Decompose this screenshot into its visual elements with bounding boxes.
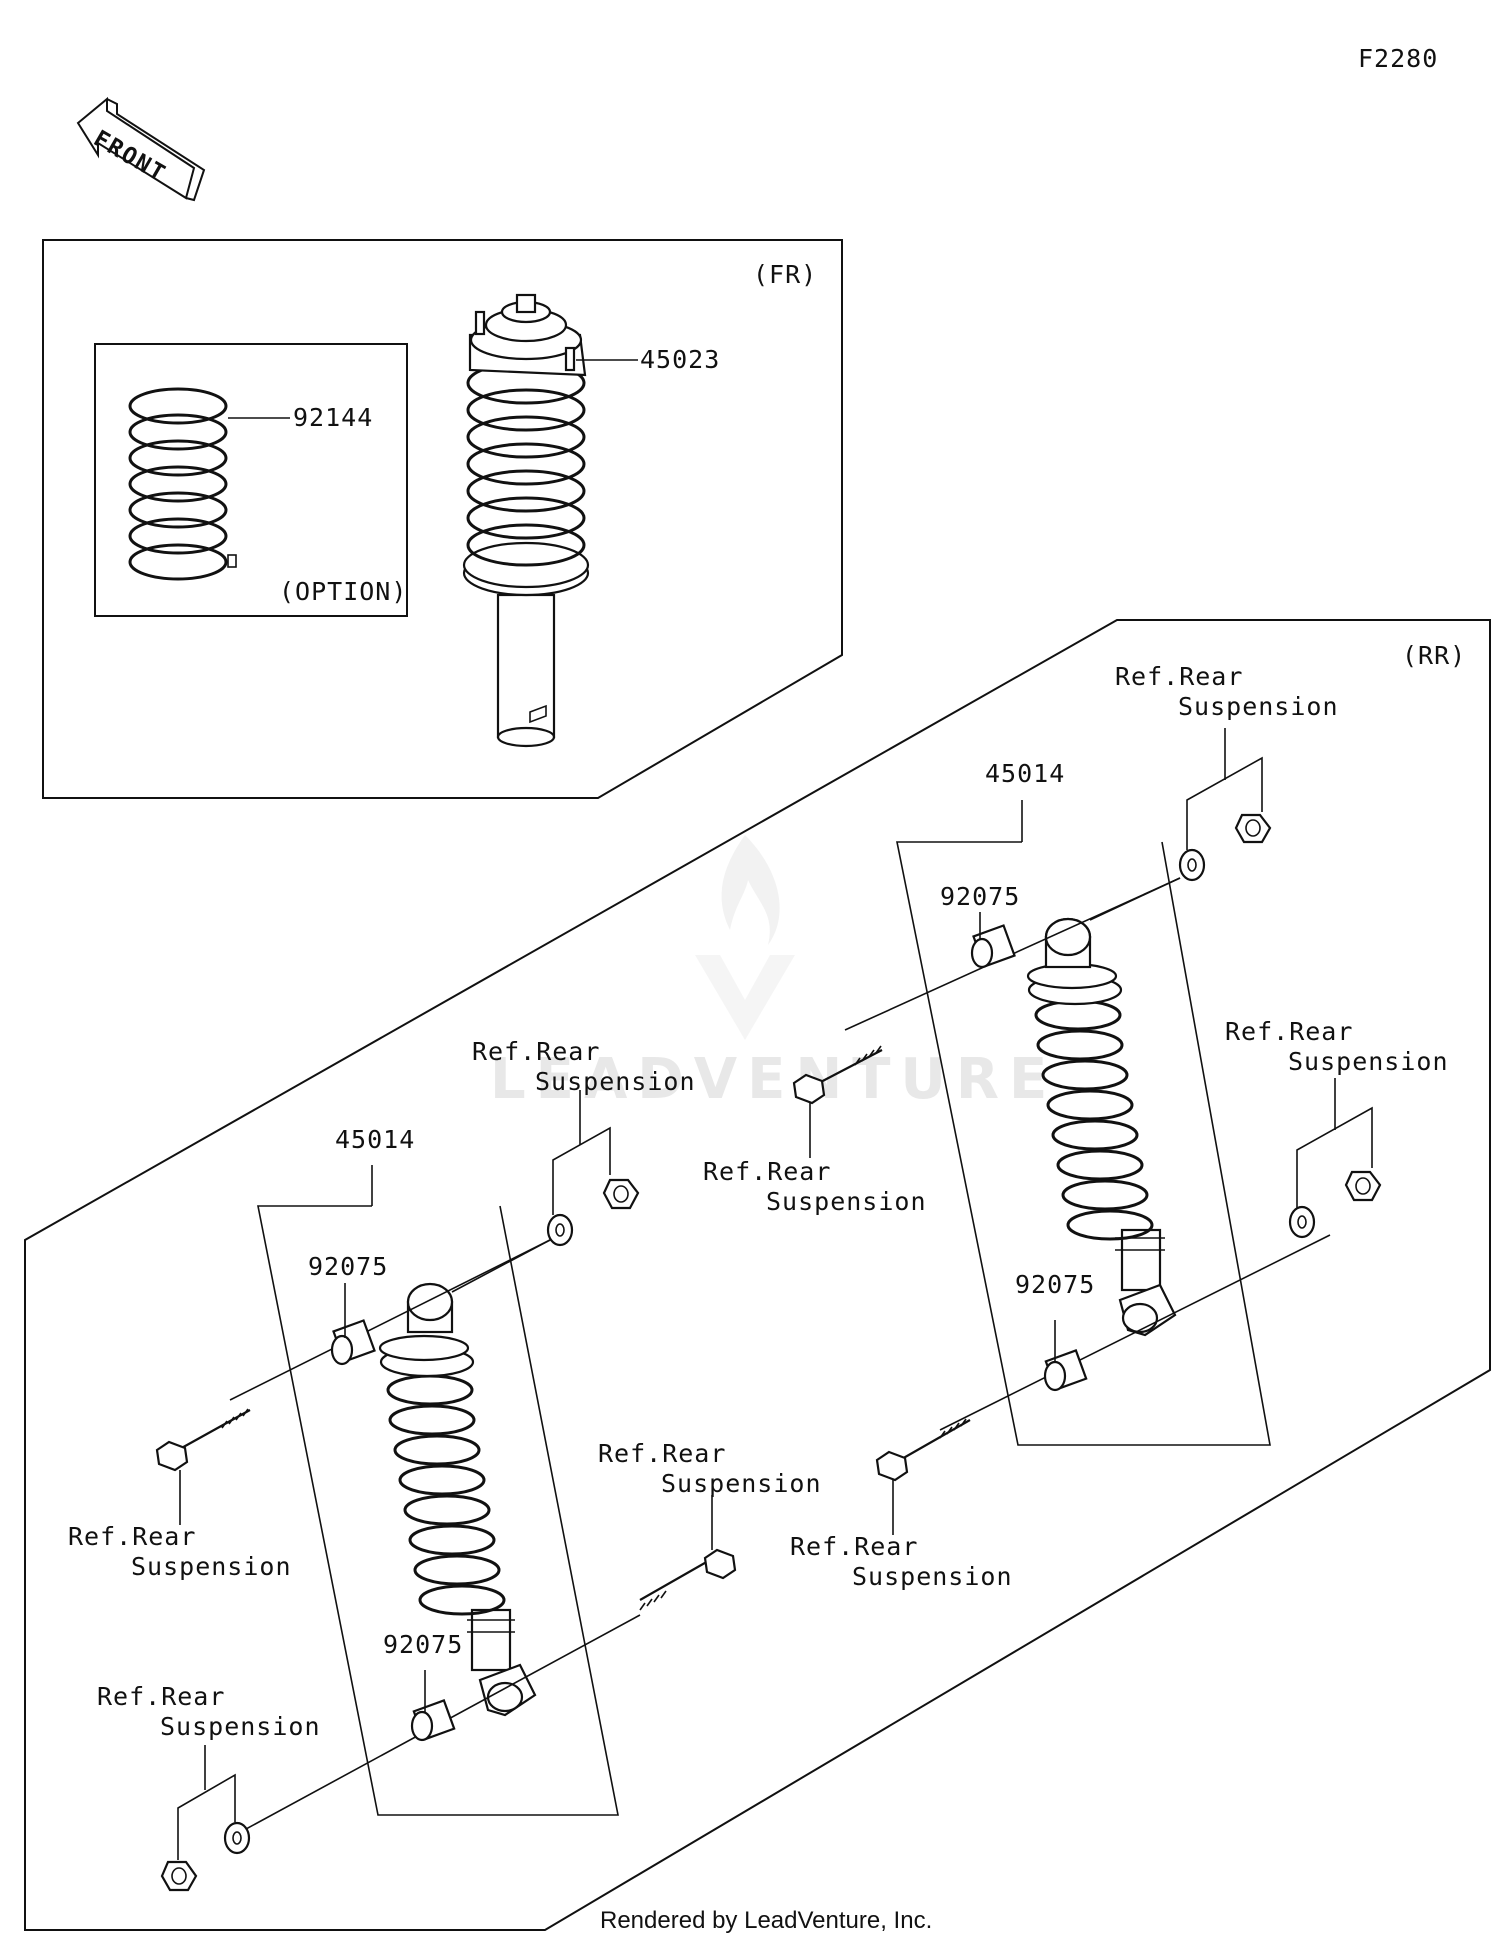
part-number-45014-left: 45014 xyxy=(335,1125,415,1154)
ref-left-bolt-bottom-line1: Ref.Rear xyxy=(598,1439,726,1468)
rear-section-label: (RR) xyxy=(1402,641,1466,670)
diagram-code: F2280 xyxy=(1358,44,1438,73)
front-shock-part xyxy=(462,293,590,748)
ref-right-bottom-line1: Ref.Rear xyxy=(1225,1017,1353,1046)
part-number-45023: 45023 xyxy=(640,345,720,374)
rear-left-bushing-bottom xyxy=(410,1699,456,1742)
rear-right-bolt-top xyxy=(792,1045,883,1105)
front-section-frame xyxy=(42,239,843,799)
leadventure-logo xyxy=(695,835,795,1040)
rear-right-shock-group: 45014 xyxy=(703,662,1449,1591)
front-spring-part xyxy=(128,387,237,581)
ref-left-bolt-bottom-line2: Suspension xyxy=(661,1469,822,1498)
front-section-label: (FR) xyxy=(753,260,817,289)
rear-left-nut-bottom xyxy=(160,1860,198,1892)
rear-left-washer-top xyxy=(546,1213,574,1247)
ref-left-top-line2: Suspension xyxy=(535,1067,696,1096)
rear-left-bushing-top xyxy=(330,1319,376,1366)
part-number-92075-left-bottom: 92075 xyxy=(383,1630,463,1659)
front-direction-arrow: FRONT xyxy=(76,96,206,202)
rear-right-nut-top xyxy=(1234,813,1272,844)
part-number-92075-right-top: 92075 xyxy=(940,882,1020,911)
rear-left-nut-top xyxy=(602,1178,640,1210)
ref-left-bolt-top-line1: Ref.Rear xyxy=(68,1522,196,1551)
ref-right-bolt-bottom-line2: Suspension xyxy=(852,1562,1013,1591)
ref-right-bolt-bottom-line1: Ref.Rear xyxy=(790,1532,918,1561)
ref-left-bolt-top-line2: Suspension xyxy=(131,1552,292,1581)
ref-right-top-line1: Ref.Rear xyxy=(1115,662,1243,691)
rear-right-washer-top xyxy=(1178,848,1206,882)
ref-right-bolt-top-line1: Ref.Rear xyxy=(703,1157,831,1186)
rear-right-shock-part xyxy=(1026,917,1177,1337)
part-number-92144: 92144 xyxy=(293,403,373,432)
part-number-92075-left-top: 92075 xyxy=(308,1252,388,1281)
watermark: LEADVENTURE xyxy=(490,835,1057,1112)
rear-left-shock-part xyxy=(378,1282,537,1717)
rear-right-bushing-bottom xyxy=(1043,1349,1088,1392)
ref-left-top-line1: Ref.Rear xyxy=(472,1037,600,1066)
rear-left-bolt-top xyxy=(155,1408,251,1472)
rear-right-washer-bottom xyxy=(1288,1205,1316,1239)
option-box xyxy=(94,343,408,617)
watermark-text: LEADVENTURE xyxy=(490,1047,1057,1112)
front-label: FRONT xyxy=(89,126,171,188)
ref-right-top-line2: Suspension xyxy=(1178,692,1339,721)
part-number-92075-right-bottom: 92075 xyxy=(1015,1270,1095,1299)
rear-left-washer-bottom xyxy=(223,1821,251,1855)
rear-right-nut-bottom xyxy=(1344,1170,1382,1202)
rear-left-bolt-bottom xyxy=(639,1548,737,1611)
footer-credit: Rendered by LeadVenture, Inc. xyxy=(600,1907,932,1934)
rear-section: (RR) 45014 xyxy=(24,619,1491,1931)
ref-left-bottom-line1: Ref.Rear xyxy=(97,1682,225,1711)
rear-right-bushing-top xyxy=(970,924,1016,969)
rear-left-shock-group: 45014 xyxy=(68,1037,822,1892)
rear-right-bolt-bottom xyxy=(875,1418,971,1482)
front-section: (FR) (OPTION) 92144 xyxy=(42,239,843,799)
ref-right-bolt-top-line2: Suspension xyxy=(766,1187,927,1216)
part-number-45014-right: 45014 xyxy=(985,759,1065,788)
ref-right-bottom-line2: Suspension xyxy=(1288,1047,1449,1076)
ref-left-bottom-line2: Suspension xyxy=(160,1712,321,1741)
rear-section-frame xyxy=(24,619,1491,1931)
option-label: (OPTION) xyxy=(279,577,407,606)
